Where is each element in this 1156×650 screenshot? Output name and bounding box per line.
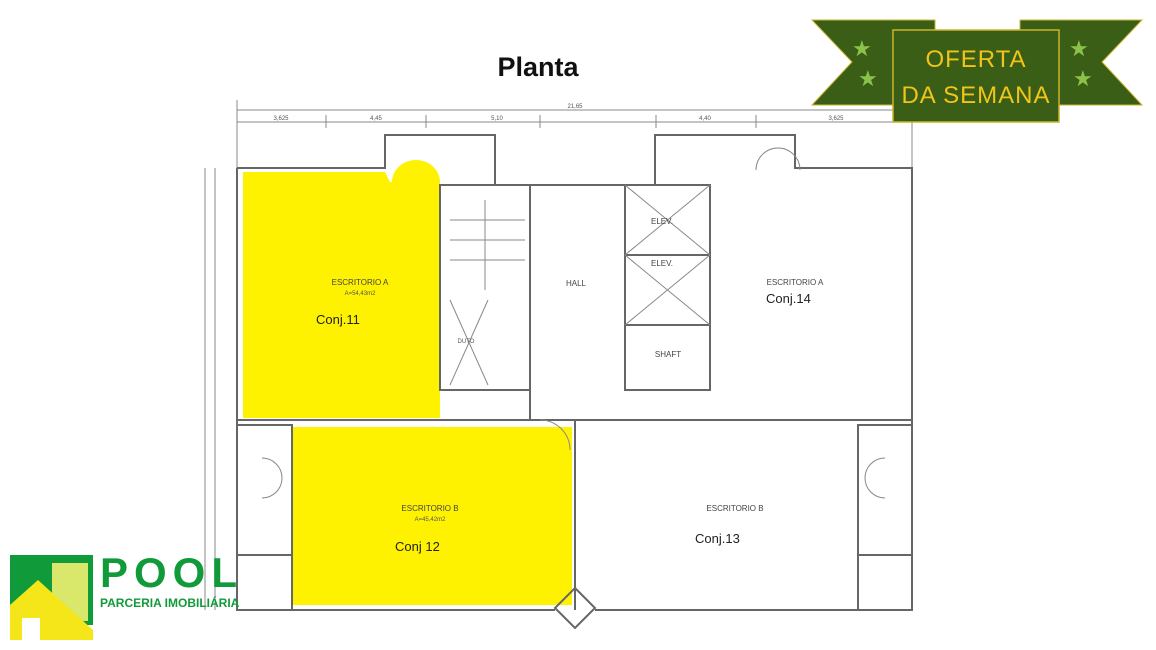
offer-banner: ★ ★ ★ ★ xyxy=(810,19,1144,123)
room-name-conj-14: ESCRITORIO A xyxy=(767,278,824,287)
dimension-total: 21,65 xyxy=(567,104,583,110)
room-elevator: ELEV. xyxy=(651,259,673,268)
svg-text:★: ★ xyxy=(1069,36,1089,61)
dimension-segment: 4,45 xyxy=(370,116,382,122)
svg-text:★: ★ xyxy=(858,66,878,91)
room-area-conj-11: A=54,43m2 xyxy=(345,291,377,297)
highlight-conj-11 xyxy=(243,172,440,418)
svg-text:★: ★ xyxy=(1073,66,1093,91)
highlight-conj-12 xyxy=(292,427,572,605)
room-label-conj-12: Conj 12 xyxy=(395,539,440,554)
dimension-segment: 5,10 xyxy=(491,116,503,122)
logo-name: POOL xyxy=(100,549,244,596)
room-hall: HALL xyxy=(566,279,587,288)
banner-line-2: DA SEMANA xyxy=(901,82,1051,109)
dimension-segment: 3,625 xyxy=(273,116,289,122)
room-name-conj-13: ESCRITORIO B xyxy=(706,504,763,513)
room-shaft: SHAFT xyxy=(655,350,681,359)
banner-line-1: OFERTA xyxy=(925,46,1027,73)
room-name-conj-12: ESCRITORIO B xyxy=(401,504,458,513)
room-label-conj-14: Conj.14 xyxy=(766,291,811,306)
room-elevator: ELEV. xyxy=(651,217,673,226)
walls xyxy=(236,134,913,630)
star-icon: ★ ★ ★ ★ xyxy=(852,36,1093,91)
room-duto: DUTO xyxy=(458,339,475,345)
dimension-segment: 3,625 xyxy=(828,116,844,122)
room-label-conj-13: Conj.13 xyxy=(695,531,740,546)
highlight-conj-11-door xyxy=(392,160,440,182)
page-title: Planta xyxy=(497,52,579,82)
dimension-segment: 4,40 xyxy=(699,116,711,122)
room-area-conj-12: A=45,42m2 xyxy=(415,517,447,523)
logo-tagline: PARCERIA IMOBILIÁRIA xyxy=(100,596,240,610)
pool-logo-icon xyxy=(10,555,93,640)
room-label-conj-11: Conj.11 xyxy=(316,312,360,327)
svg-text:★: ★ xyxy=(852,36,872,61)
room-name-conj-11: ESCRITORIO A xyxy=(332,278,389,287)
